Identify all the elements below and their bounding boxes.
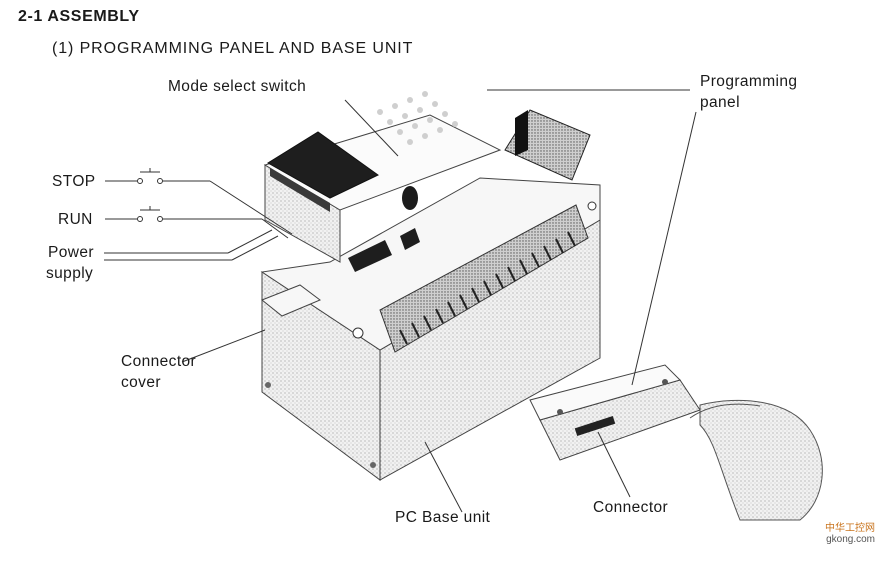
watermark-domain: gkong.com <box>826 534 875 545</box>
hand-drawing <box>699 399 823 521</box>
connector-cover-label-line2: cover <box>121 374 161 391</box>
leader-lines <box>181 89 697 513</box>
power-supply-label-line2: supply <box>46 265 94 282</box>
wiring-lines <box>104 168 293 261</box>
programming-panel-top-drawing <box>263 91 591 272</box>
power-supply-label-line1: Power <box>48 244 94 261</box>
pc-base-unit-label: PC Base unit <box>395 509 491 526</box>
stop-label: STOP <box>52 173 96 190</box>
run-label: RUN <box>58 211 93 228</box>
programming-panel-detached-drawing <box>529 364 701 461</box>
pc-base-unit-drawing <box>260 177 601 481</box>
connector-cover-label-line1: Connector <box>121 353 197 370</box>
watermark-name: 中华工控网 <box>825 523 875 534</box>
mode-select-switch-label: Mode select switch <box>168 78 307 95</box>
connector-cover-drawing <box>261 284 321 317</box>
programming-panel-label-line2: panel <box>700 94 740 111</box>
programming-panel-label-line1: Programming <box>700 73 798 90</box>
watermark-logo: 中华工控网 gkong.com <box>825 523 875 545</box>
connector-label: Connector <box>593 499 669 516</box>
subsection-title: (1) PROGRAMMING PANEL AND BASE UNIT <box>52 40 414 57</box>
section-title: 2-1 ASSEMBLY <box>18 8 140 25</box>
